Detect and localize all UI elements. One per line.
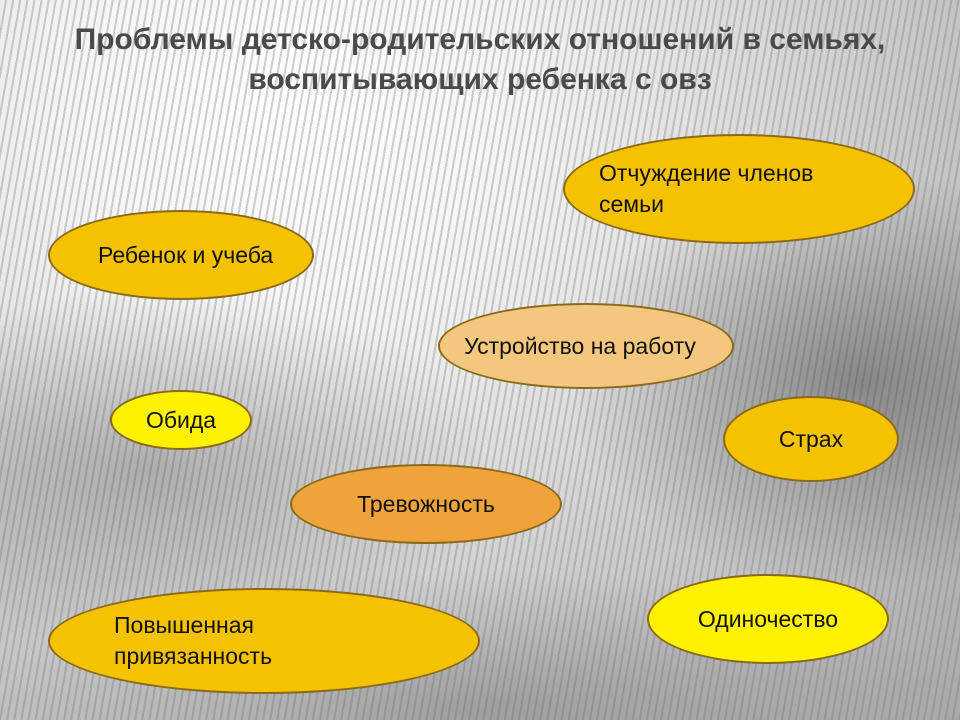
bubble-resentment-label: Обида xyxy=(145,406,217,433)
bubble-alienation-label: Отчуждение членов семьи xyxy=(599,160,814,217)
bubble-fear-label: Страх xyxy=(778,425,844,452)
bubble-study-label: Ребенок и учеба xyxy=(98,241,274,268)
bubble-loneliness-label: Одиночество xyxy=(697,605,839,632)
bubble-employment-label: Устройство на работу xyxy=(464,332,696,359)
bubble-anxiety: Тревожность xyxy=(290,464,562,544)
bubble-anxiety-label: Тревожность xyxy=(357,490,495,517)
bubble-attachment: Повышенная привязанность xyxy=(48,588,480,694)
title-line-1: Проблемы детско-родительских отношений в… xyxy=(74,23,886,56)
page-title: Проблемы детско-родительских отношений в… xyxy=(20,20,940,100)
bubble-fear: Страх xyxy=(723,396,899,482)
bubble-employment: Устройство на работу xyxy=(438,303,734,389)
bubble-resentment: Обида xyxy=(110,390,252,450)
bubble-attachment-label: Повышенная привязанность xyxy=(114,612,273,669)
title-line-2: воспитывающих ребенка с овз xyxy=(248,63,712,96)
bubble-study: Ребенок и учеба xyxy=(48,210,314,300)
bubble-alienation: Отчуждение членов семьи xyxy=(563,134,915,244)
bubble-loneliness: Одиночество xyxy=(647,574,889,664)
